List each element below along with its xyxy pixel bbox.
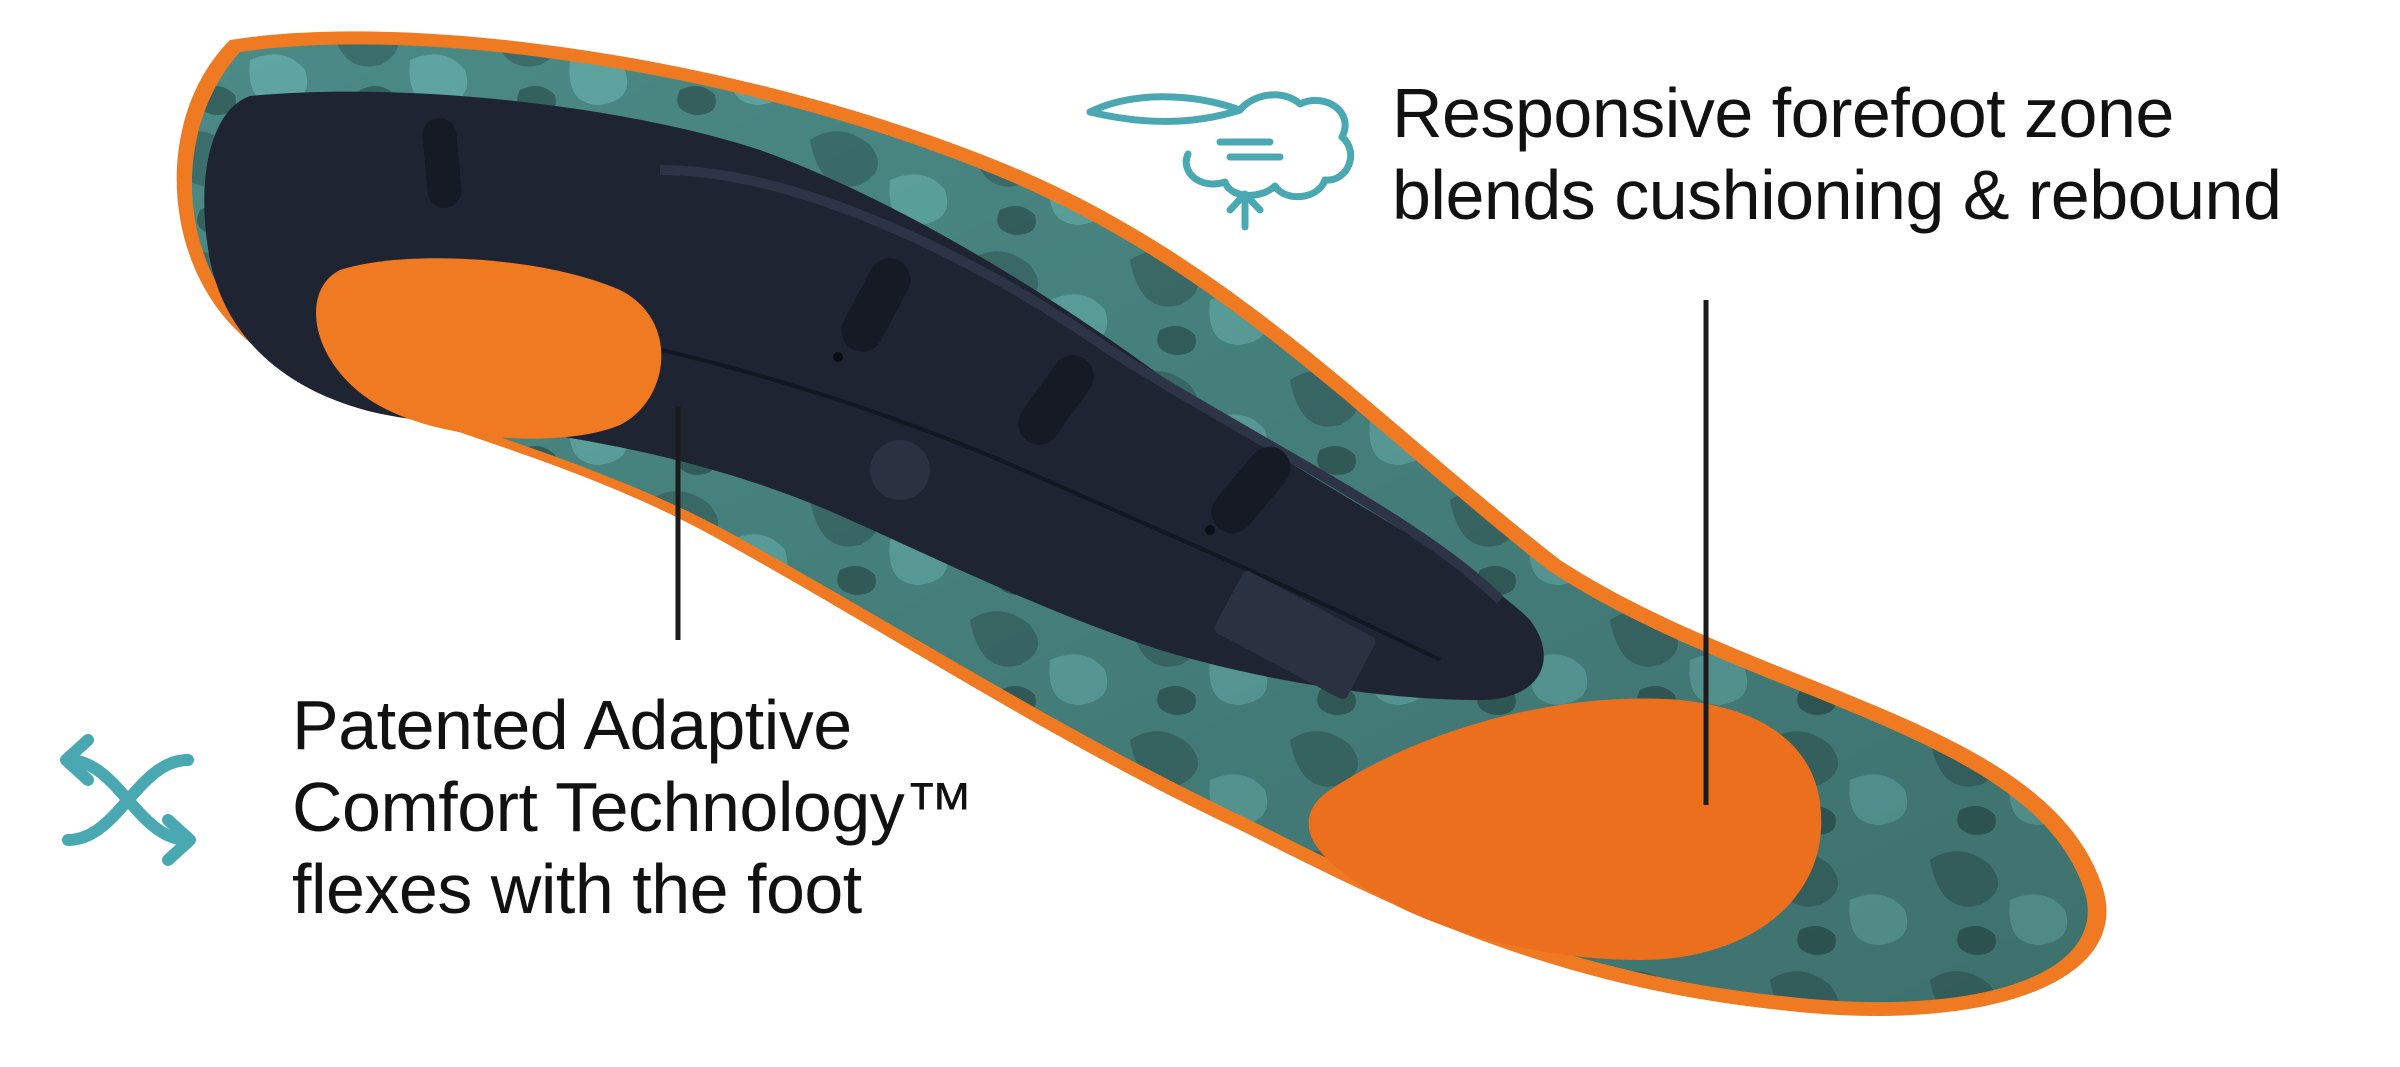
adaptive-callout-line-2: Comfort Technology™ [292,768,974,846]
forefoot-callout-line-2: blends cushioning & rebound [1392,156,2282,234]
adaptive-callout-line-3: flexes with the foot [292,850,862,928]
forefoot-callout-line-1: Responsive forefoot zone [1392,74,2174,152]
adaptive-callout-line-1: Patented Adaptive [292,686,852,764]
adaptive-comfort-callout: Patented Adaptive Comfort Technology™ fl… [292,684,974,930]
heel-cushion-pad [316,258,662,439]
forefoot-zone-callout: Responsive forefoot zone blends cushioni… [1392,72,2282,236]
flex-arrows-icon [60,734,196,866]
cushion-rebound-icon [1086,91,1355,231]
arch-support-shell [204,91,1544,700]
forefoot-cushion-pad [1308,698,1822,960]
